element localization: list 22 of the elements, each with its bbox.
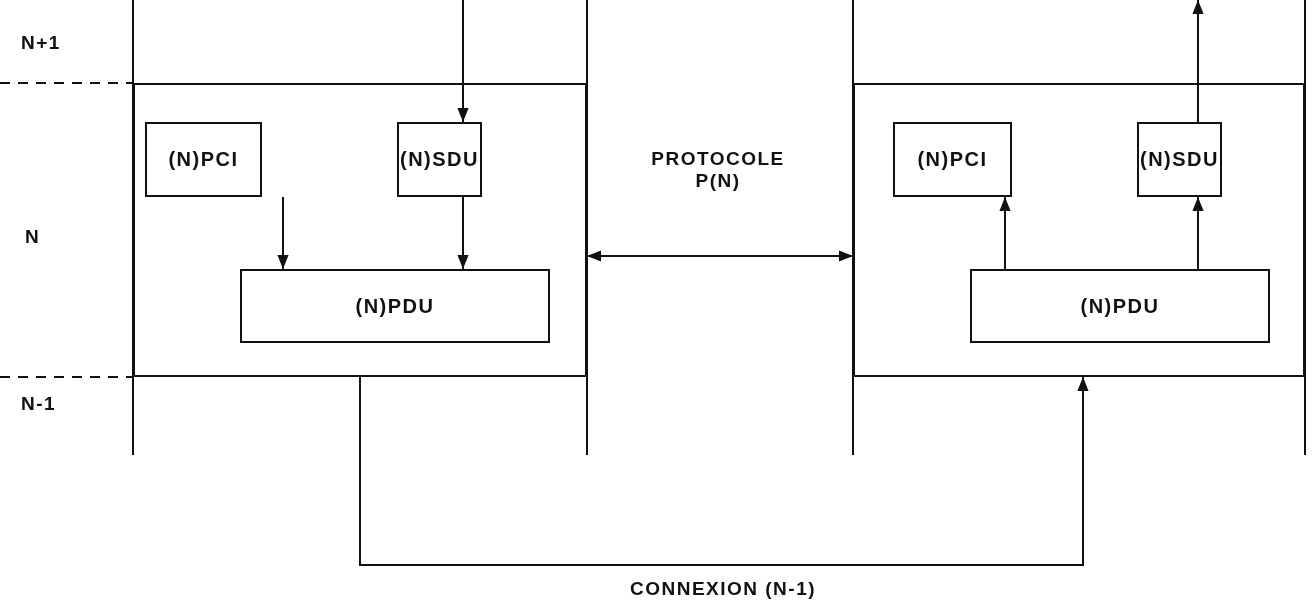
arrow	[999, 196, 1011, 270]
process-box	[893, 122, 1012, 197]
box-label: (N)PCI	[168, 148, 239, 171]
arrow	[1192, 0, 1204, 123]
process-box	[145, 122, 262, 197]
process-box	[240, 269, 550, 343]
process-box	[1137, 122, 1222, 197]
box-label: (N)SDU	[400, 148, 479, 171]
box-label: (N)SDU	[1140, 148, 1219, 171]
arrow	[586, 250, 854, 262]
process-box	[397, 122, 482, 197]
arrow	[359, 376, 1089, 566]
layer-box	[853, 83, 1305, 377]
box-label: (N)PDU	[355, 294, 435, 318]
arrow	[457, 0, 469, 123]
arrow	[457, 196, 469, 270]
box-label: (N)PCI	[917, 148, 988, 171]
arrow	[277, 196, 289, 270]
process-box	[970, 269, 1270, 343]
layer-box	[133, 83, 587, 377]
arrow	[1192, 196, 1204, 270]
box-label: (N)PDU	[1080, 294, 1160, 318]
